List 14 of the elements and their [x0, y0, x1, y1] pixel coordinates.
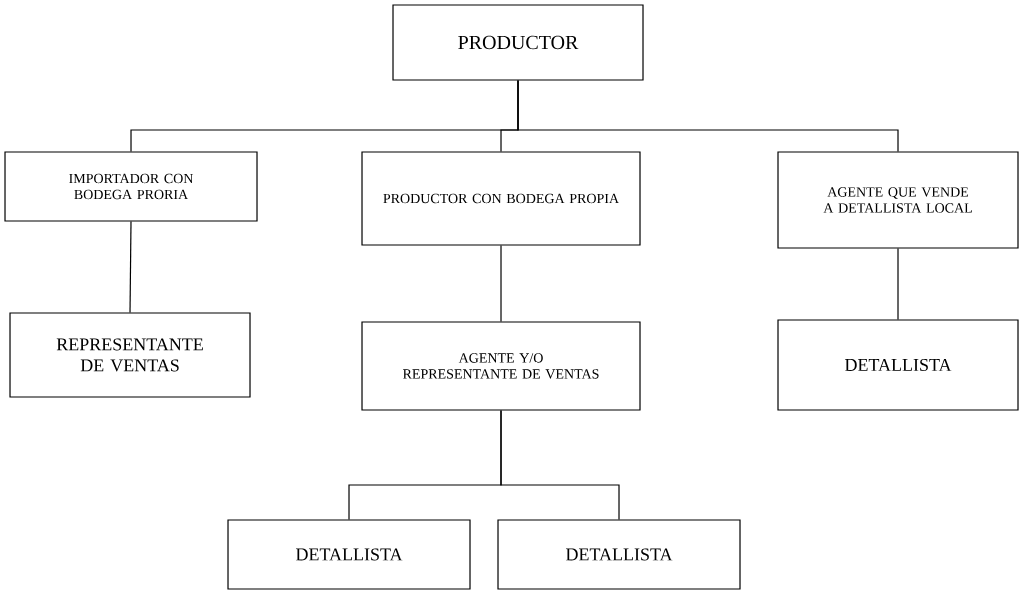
org-box: REPRESENTANTE DE VENTAS [9, 312, 251, 398]
org-box: IMPORTADOR CON BODEGA PRORIA [4, 151, 258, 222]
connector-line [500, 245, 502, 322]
connector-line [129, 221, 132, 313]
org-box: DETALLISTA [497, 519, 741, 590]
org-box: PRODUCTOR [392, 4, 644, 81]
connector-line [897, 248, 899, 320]
connector-line [500, 410, 620, 520]
connector-line [517, 80, 899, 152]
org-box: PRODUCTOR CON BODEGA PROPIA [361, 151, 641, 246]
org-box: AGENTE Y/O REPRESENTANTE DE VENTAS [361, 321, 641, 411]
org-box: DETALLISTA [777, 319, 1019, 411]
org-box: AGENTE QUE VENDE A DETALLISTA LOCAL [777, 151, 1019, 249]
org-box: DETALLISTA [227, 519, 471, 590]
